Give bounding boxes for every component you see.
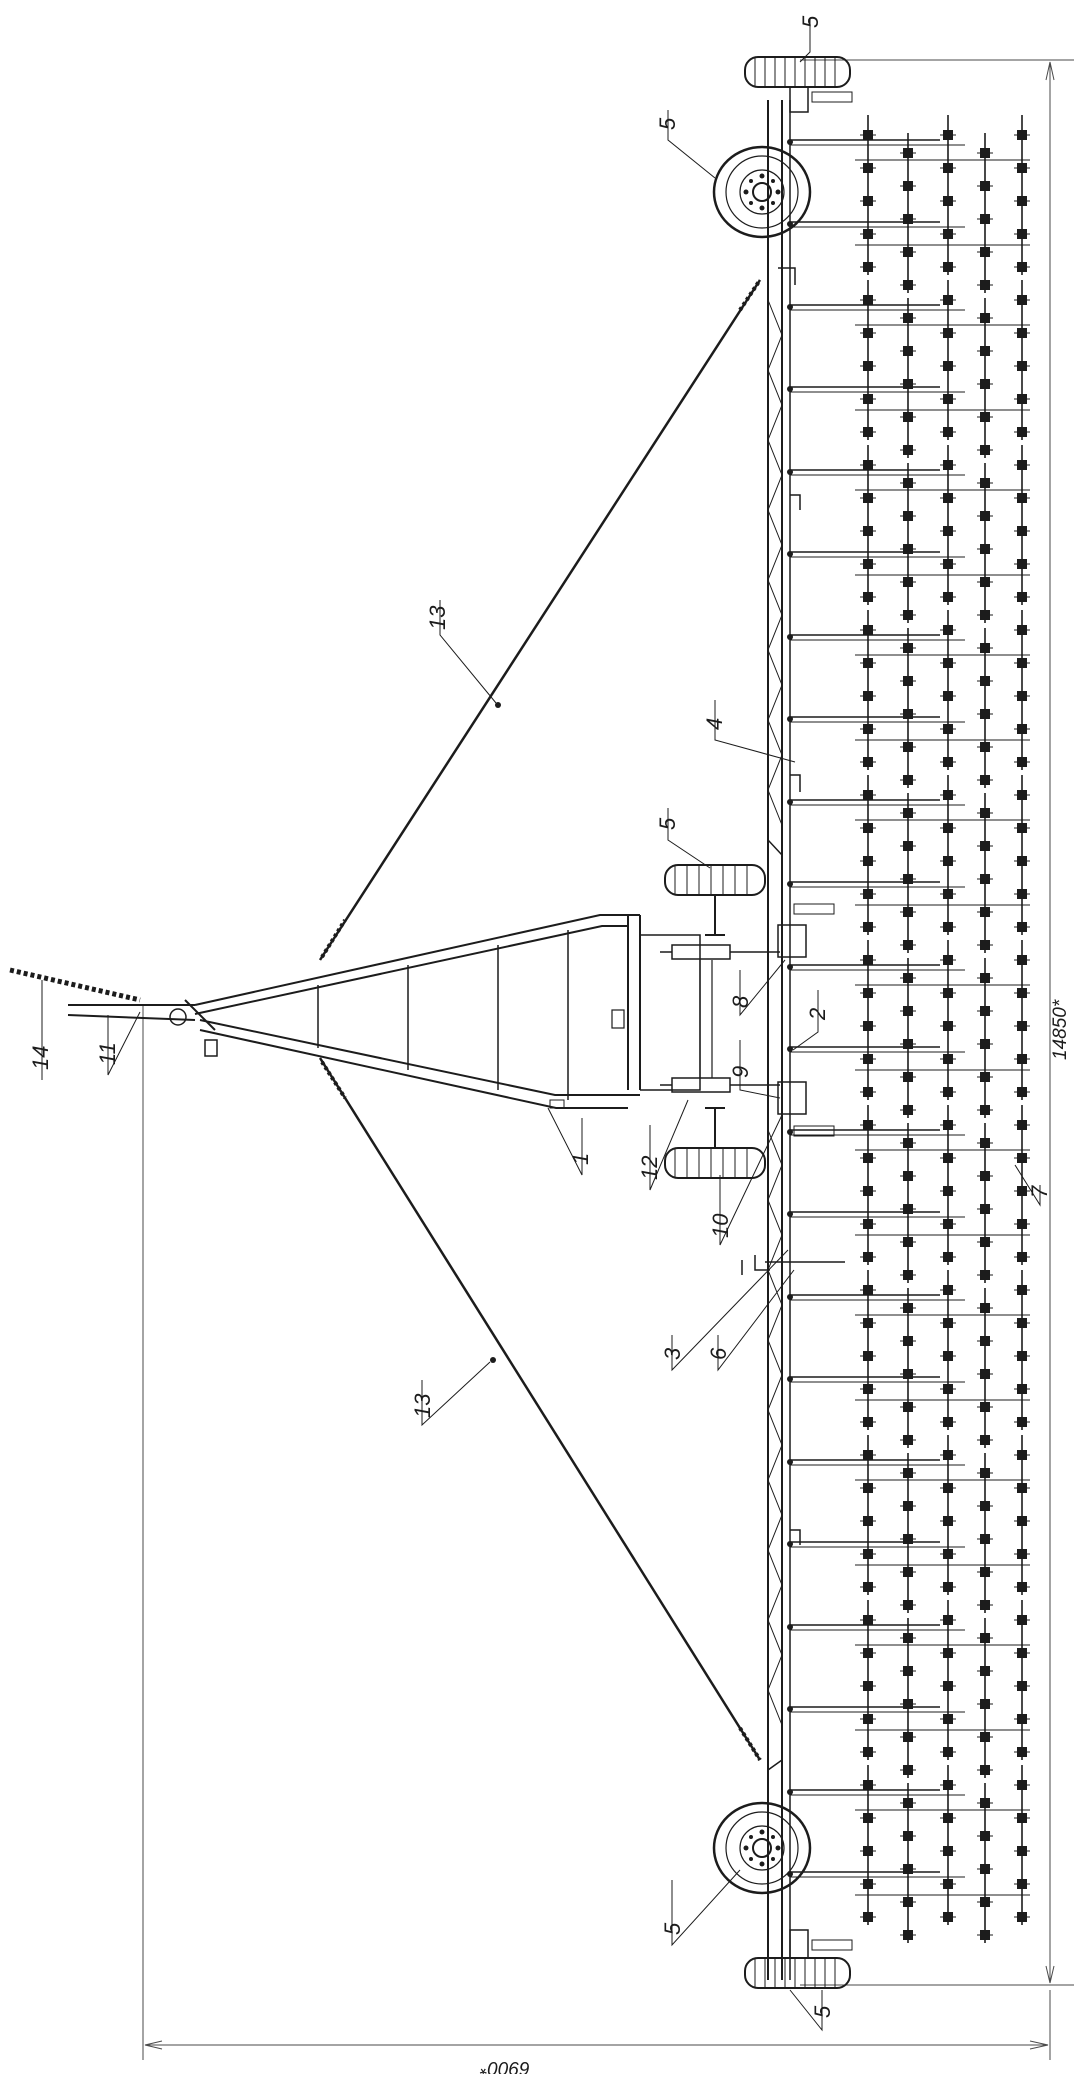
hitch-assembly (9, 967, 218, 1057)
gauge-wheel-bottom (712, 1801, 812, 1895)
section-pin (787, 716, 793, 722)
section-pin (787, 1541, 793, 1547)
center-wheel-bottom (664, 1107, 766, 1179)
label-9: 9 (728, 1066, 753, 1078)
label-12: 12 (637, 1156, 662, 1180)
lattice-truss (767, 299, 783, 1726)
section-pin (787, 881, 793, 887)
section-pin (787, 1294, 793, 1300)
label-2: 2 (805, 1008, 830, 1021)
dimension-width: 14850* (800, 59, 1074, 1986)
label-3: 3 (660, 1347, 685, 1360)
center-wheel-top (664, 864, 766, 936)
small-fittings (741, 267, 845, 1545)
section-pin (787, 1706, 793, 1712)
gauge-wheel-top (712, 145, 812, 239)
label-6: 6 (706, 1347, 731, 1360)
drawbar-frame (194, 914, 701, 1109)
label-1: 1 (568, 1153, 593, 1165)
outer-wheel-top (744, 56, 853, 113)
label-8: 8 (728, 995, 753, 1008)
section-pin (787, 386, 793, 392)
section-pin (787, 1046, 793, 1052)
label-5-top: 5 (798, 15, 823, 28)
label-7: 7 (1027, 1185, 1052, 1198)
width-dimension-text: 14850* (1050, 999, 1071, 1060)
length-dimension-text: 6900* (480, 2057, 530, 2074)
section-pin (787, 634, 793, 640)
label-13-top: 13 (425, 605, 450, 630)
part-labels: 5 5 13 4 5 14 11 8 9 2 1 12 10 7 3 6 13 (28, 15, 1052, 2032)
section-pin (787, 1459, 793, 1465)
label-5-bottom: 5 (810, 2005, 835, 2018)
label-5-mid: 5 (655, 817, 680, 830)
section-pin (787, 1211, 793, 1217)
section-pin (787, 799, 793, 805)
label-4: 4 (702, 718, 727, 730)
label-13-bottom: 13 (410, 1393, 435, 1418)
label-5-wheel-bottom: 5 (660, 1922, 685, 1935)
section-pin (787, 304, 793, 310)
label-10: 10 (708, 1213, 733, 1238)
section-pin (787, 1129, 793, 1135)
label-5-wheel-top: 5 (655, 117, 680, 130)
main-frame-beam (767, 100, 791, 1980)
section-pin (787, 1624, 793, 1630)
section-pin (787, 551, 793, 557)
label-14: 14 (28, 1046, 53, 1070)
section-pin (787, 1376, 793, 1382)
label-11: 11 (95, 1042, 120, 1065)
tine-sections (787, 115, 1030, 1943)
section-pin (787, 139, 793, 145)
section-pin (787, 1789, 793, 1795)
dimension-length: 6900* (142, 1005, 1051, 2074)
section-pin (787, 964, 793, 970)
section-pin (787, 469, 793, 475)
section-pin (787, 221, 793, 227)
section-pin (787, 1871, 793, 1877)
brace-cables (318, 278, 762, 1762)
outer-wheel-bottom (744, 1929, 853, 1989)
